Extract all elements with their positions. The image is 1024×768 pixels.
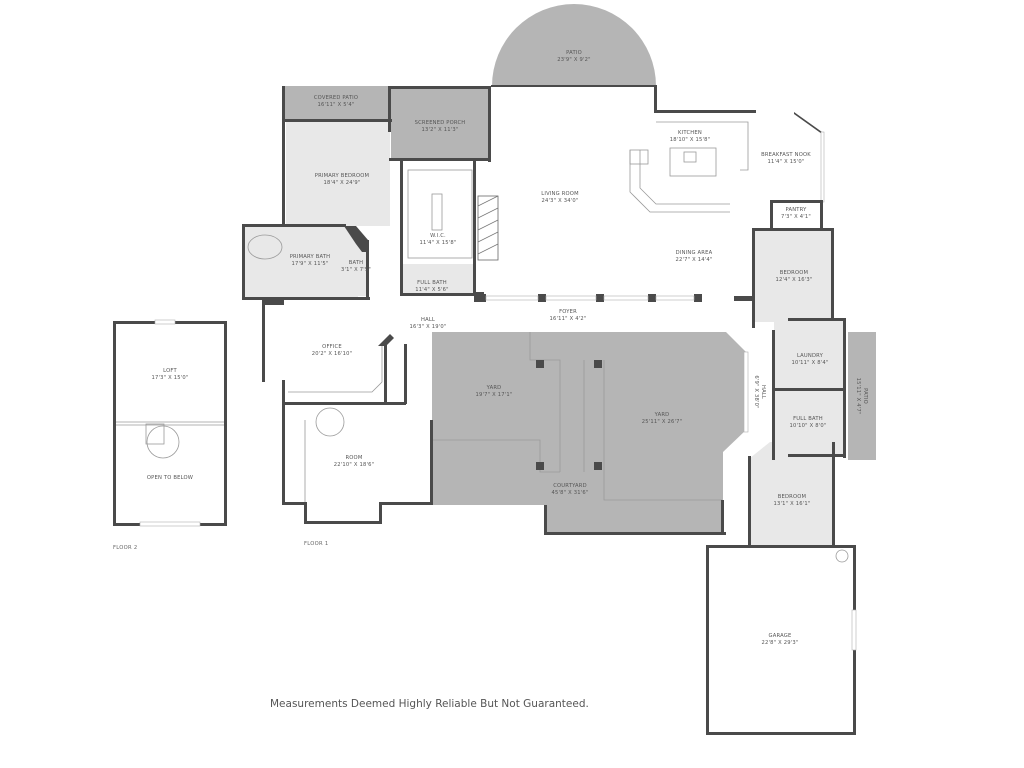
- room-name-wic: W.I.C.: [430, 233, 446, 239]
- room-name-bath: BATH: [349, 260, 364, 266]
- room-name-foyer: FOYER: [559, 309, 577, 315]
- room-dims-yard-2: 25'11" X 26'7": [642, 419, 682, 425]
- cooktop-icon: [683, 151, 697, 163]
- room-dims-courtyard: 45'8" X 31'6": [552, 490, 589, 496]
- room-dims-primary-bath: 17'9" X 11'5": [292, 261, 329, 267]
- room-dims-covered-patio: 16'11" X 5'4": [318, 102, 355, 108]
- room-fills: [244, 122, 846, 546]
- spiral-stair-icon: [146, 425, 180, 459]
- fireplace-icon: [477, 195, 499, 261]
- room-dims-dining-area: 22'7" X 14'4": [676, 257, 713, 263]
- floor-1-label: FLOOR 1: [304, 541, 329, 547]
- walls: [242, 85, 857, 735]
- room-labels: PATIO 23'9" X 9'2" COVERED PATIO 16'11" …: [113, 50, 868, 646]
- room-name-full-bath-1: FULL BATH: [417, 280, 447, 286]
- room-name-dining-area: DINING AREA: [676, 250, 713, 256]
- room-dims-primary-bedroom: 18'4" X 24'9": [324, 180, 361, 186]
- room-name-bedroom-2: BEDROOM: [778, 494, 806, 500]
- bathtub-icon: [247, 234, 283, 260]
- room-name-hall-2: HALL: [760, 385, 766, 399]
- room-dims-bath: 3'1" X 7'5": [341, 267, 371, 273]
- outdoor-areas: [284, 4, 876, 533]
- room-name-office: OFFICE: [322, 344, 342, 350]
- room-dims-living-room: 24'3" X 34'0": [542, 198, 579, 204]
- room-dims-hall-1: 16'3" X 19'0": [410, 324, 447, 330]
- room-name-courtyard: COURTYARD: [553, 483, 587, 489]
- fixtures: [247, 121, 849, 563]
- room-dims-bedroom-2: 13'1" X 16'1": [774, 501, 811, 507]
- room-name-patio-side: PATIO: [862, 388, 868, 404]
- room-name-full-bath-2: FULL BATH: [793, 416, 823, 422]
- room-dims-office: 20'2" X 16'10": [312, 351, 352, 357]
- floor-2-plan: [113, 319, 227, 527]
- room-name-primary-bedroom: PRIMARY BEDROOM: [315, 173, 369, 179]
- room-name-patio-top: PATIO: [566, 50, 582, 56]
- room-dims-garage: 22'8" X 29'3": [762, 640, 799, 646]
- room-dims-wic: 11'4" X 15'8": [420, 240, 457, 246]
- room-dims-patio-side: 15'11" X 4'7": [855, 378, 861, 415]
- room-dims-full-bath-2: 10'10" X 8'0": [790, 423, 827, 429]
- room-dims-kitchen: 18'10" X 15'8": [670, 137, 710, 143]
- room-dims-bedroom-1: 12'4" X 16'3": [776, 277, 813, 283]
- room-name-yard-1: YARD: [486, 385, 502, 391]
- room-dims-pantry: 7'3" X 4'1": [781, 214, 811, 220]
- room-name-hall-1: HALL: [421, 317, 435, 323]
- room-dims-breakfast-nook: 11'4" X 15'0": [768, 159, 805, 165]
- room-name-yard-2: YARD: [654, 412, 670, 418]
- room-name-breakfast-nook: BREAKFAST NOOK: [761, 152, 811, 158]
- room-dims-screened-porch: 13'2" X 11'3": [422, 127, 459, 133]
- room-dims-full-bath-1: 11'4" X 5'6": [415, 287, 448, 293]
- room-name-open-to-below: OPEN TO BELOW: [147, 475, 193, 481]
- room-name-screened-porch: SCREENED PORCH: [415, 120, 466, 126]
- room-name-kitchen: KITCHEN: [678, 130, 702, 136]
- room-dims-yard-1: 19'7" X 17'1": [476, 392, 513, 398]
- room-dims-foyer: 16'11" X 4'2": [550, 316, 587, 322]
- room-name-garage: GARAGE: [769, 633, 792, 639]
- floor-2-label: FLOOR 2: [113, 545, 138, 551]
- room-dims-hall-2: 6'9" X 38'0": [753, 375, 759, 408]
- room-name-covered-patio: COVERED PATIO: [314, 95, 358, 101]
- room-dims-patio-top: 23'9" X 9'2": [557, 57, 590, 63]
- room-name-laundry: LAUNDRY: [797, 353, 824, 359]
- room-name-room: ROOM: [345, 455, 362, 461]
- room-dims-loft: 17'3" X 15'0": [152, 375, 189, 381]
- room-name-bedroom-1: BEDROOM: [780, 270, 808, 276]
- room-name-living-room: LIVING ROOM: [541, 191, 579, 197]
- room-dims-room: 22'10" X 18'6": [334, 462, 374, 468]
- measurement-disclaimer: Measurements Deemed Highly Reliable But …: [270, 698, 589, 710]
- room-name-primary-bath: PRIMARY BATH: [290, 254, 331, 260]
- room-name-pantry: PANTRY: [785, 207, 807, 213]
- spiral-stair-icon: [315, 407, 345, 437]
- room-name-loft: LOFT: [163, 368, 177, 374]
- room-dims-laundry: 10'11" X 8'4": [792, 360, 829, 366]
